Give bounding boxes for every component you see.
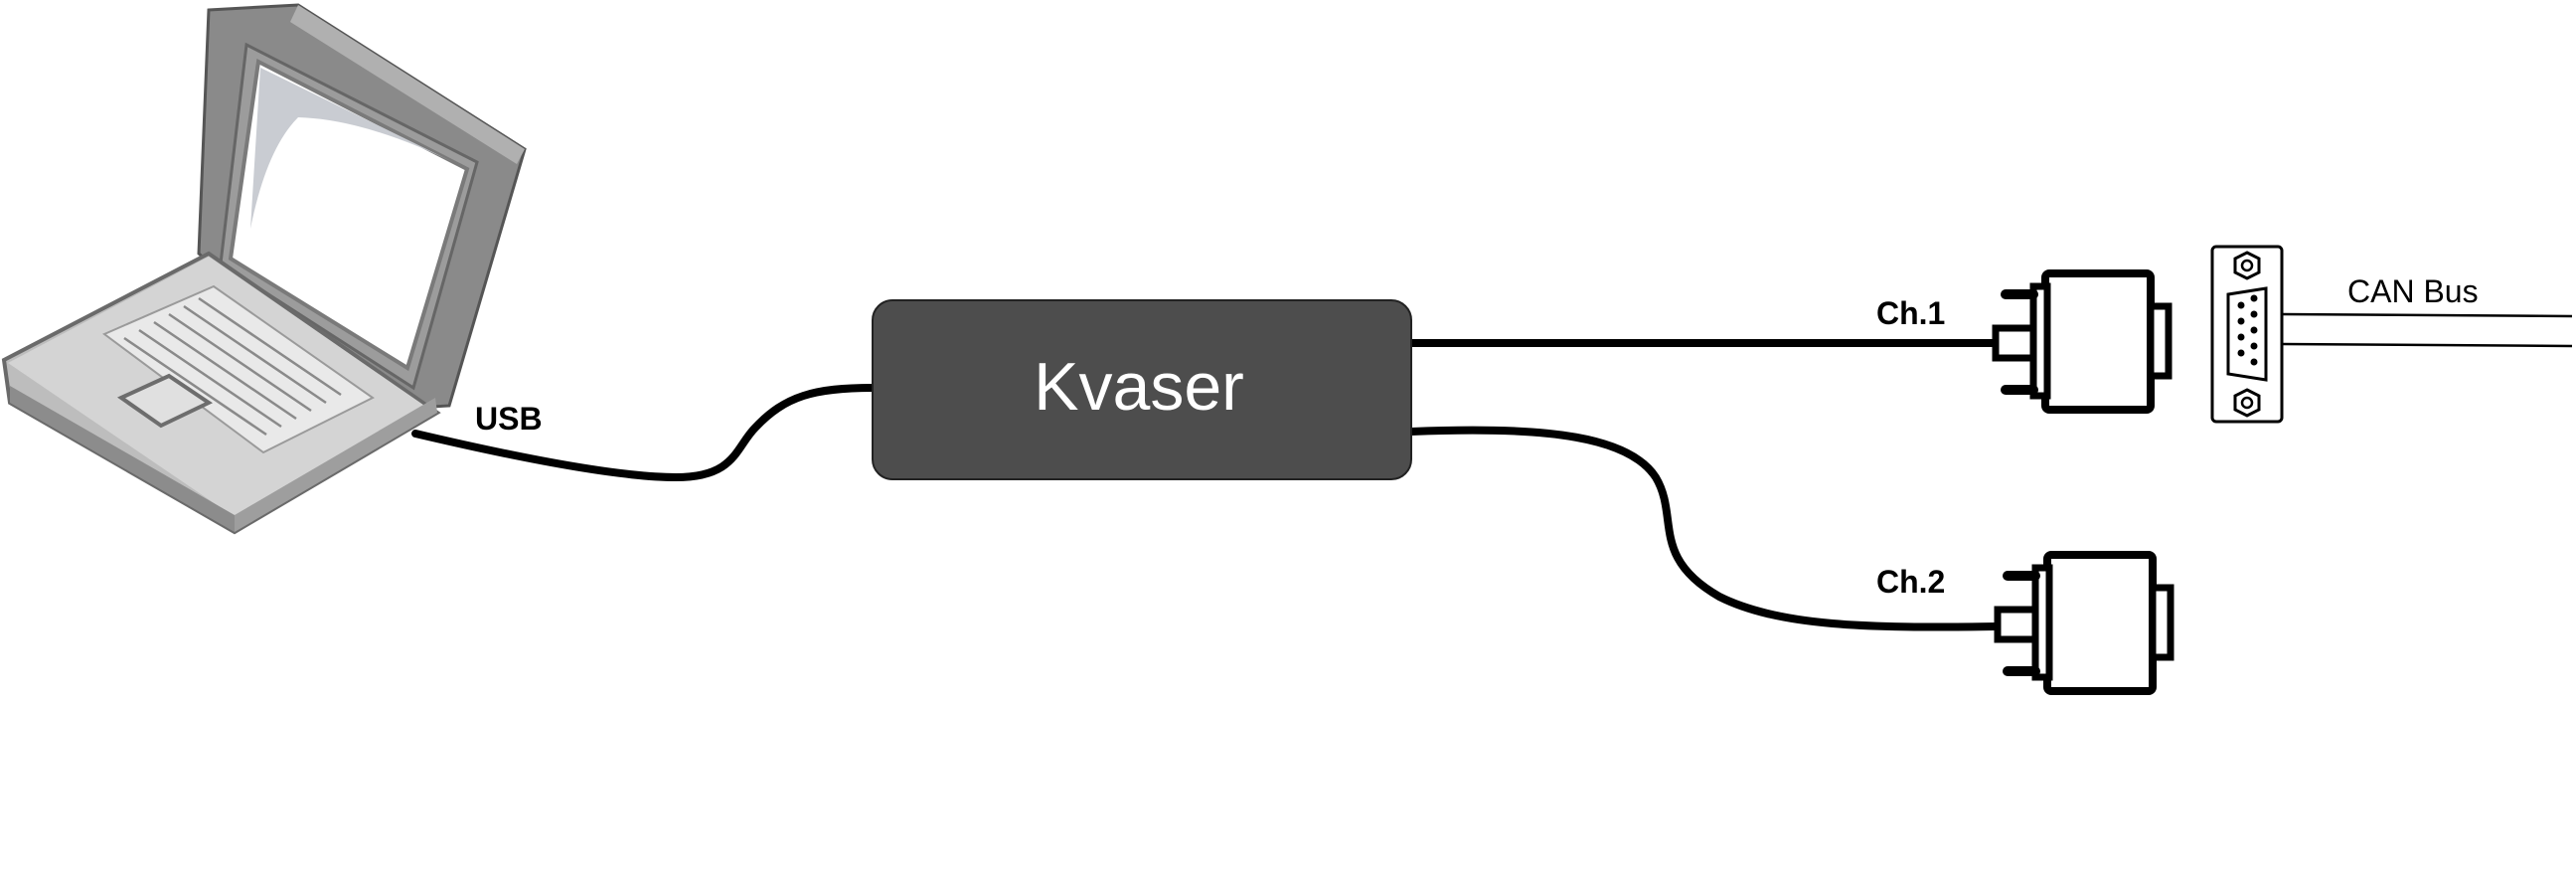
usb-label: USB [475,401,543,437]
channel2-cable [1407,426,2002,631]
channel2-label: Ch.2 [1876,564,1945,600]
usb-cable [411,384,877,482]
db9-female-socket-icon [2210,245,2284,424]
kvaser-interface-box [872,299,1412,480]
channel1-label: Ch.1 [1876,295,1945,331]
db9-male-connector-icon [1992,269,2173,414]
can-bus-lines [2281,312,2573,348]
laptop-icon [1,3,527,535]
db9-male-connector-icon [1994,551,2174,695]
can-bus-label: CAN Bus [2347,273,2479,309]
device-name: Kvaser [1034,349,1244,425]
